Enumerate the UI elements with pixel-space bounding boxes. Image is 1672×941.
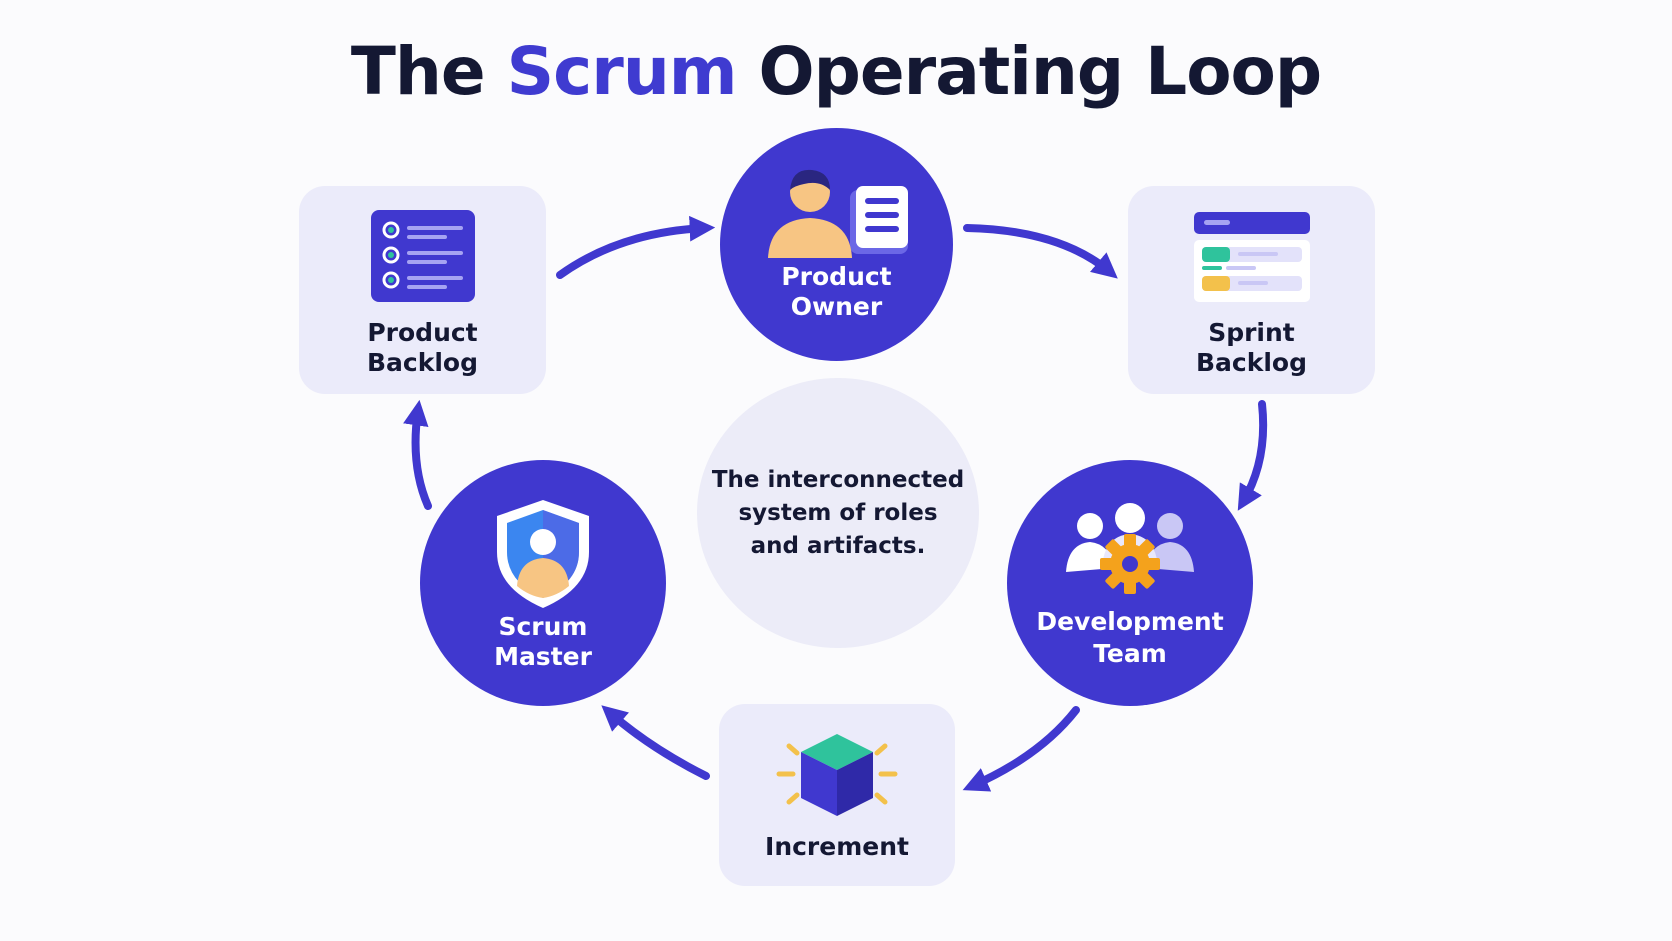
node-product-backlog: Product Backlog — [299, 186, 546, 394]
arrow-team-to-increment — [962, 706, 1080, 792]
product-backlog-label: Product Backlog — [366, 318, 478, 377]
center-description-text: The interconnected system of roles and a… — [711, 466, 965, 559]
node-sprint-backlog: Sprint Backlog — [1128, 186, 1375, 394]
cube-icon — [776, 734, 898, 816]
title-suffix: Operating Loop — [736, 33, 1323, 110]
checklist-icon — [370, 210, 475, 302]
arrow-backlog-to-owner — [556, 215, 716, 279]
title-prefix: The — [350, 33, 507, 110]
diagram-title: The Scrum Operating Loop — [0, 22, 1672, 122]
arrow-sprint-to-team — [1237, 400, 1268, 511]
node-scrum-master: Scrum Master — [420, 460, 666, 706]
arrow-increment-to-master — [601, 705, 710, 780]
node-increment: Increment — [719, 704, 955, 886]
person-document-icon — [767, 169, 908, 258]
scrum-master-label: Scrum Master — [494, 612, 592, 671]
increment-label: Increment — [765, 832, 909, 861]
task-board-icon — [1193, 212, 1310, 302]
node-product-owner: Product Owner — [720, 128, 953, 361]
title-accent: Scrum — [506, 33, 738, 110]
node-development-team: Development Team — [1007, 460, 1253, 706]
sprint-backlog-label: Sprint Backlog — [1195, 318, 1307, 377]
center-description: The interconnected system of roles and a… — [697, 378, 979, 648]
arrow-owner-to-sprint — [963, 224, 1118, 279]
arrow-master-to-backlog — [403, 399, 432, 510]
product-owner-label: Product Owner — [781, 262, 892, 321]
team-gear-icon — [1066, 503, 1194, 594]
development-team-label: Development Team — [1036, 607, 1224, 668]
shield-person-icon — [497, 500, 589, 608]
